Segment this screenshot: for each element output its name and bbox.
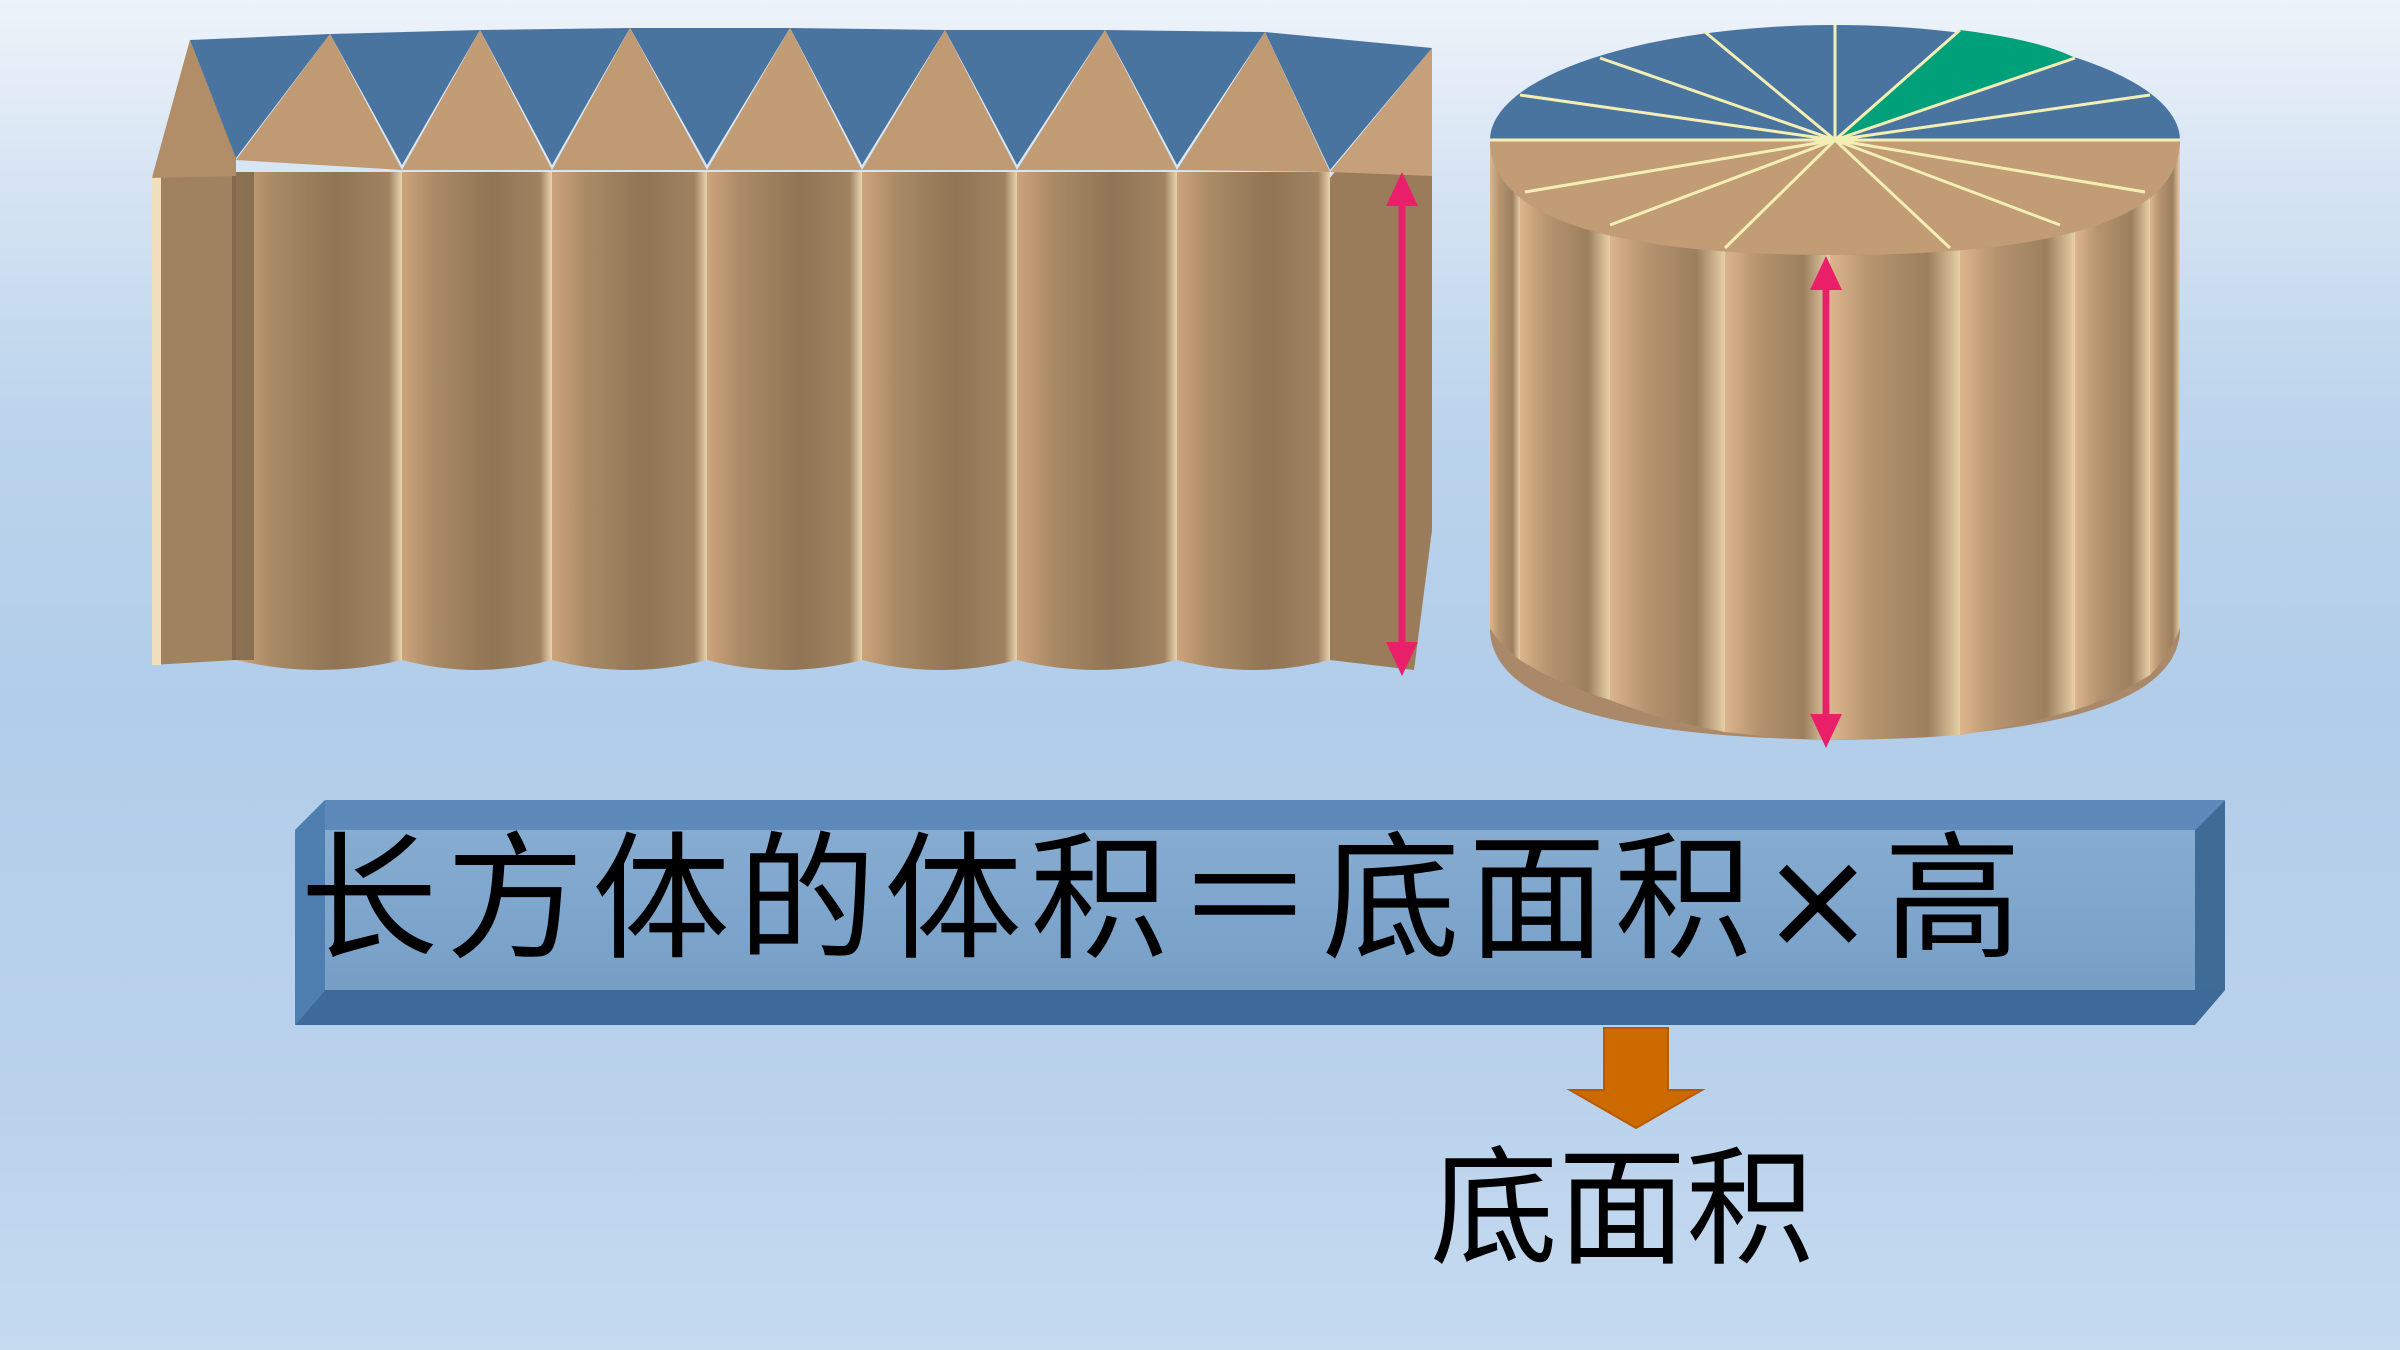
cuboid-left-end-face xyxy=(152,40,236,665)
highlighted-sector xyxy=(1835,30,2075,140)
blue-wedge-top xyxy=(330,30,480,165)
tan-wedge-top xyxy=(707,28,862,170)
wedge-side-strip xyxy=(402,172,552,670)
wedge-side-strip xyxy=(1017,172,1177,670)
wedge-shadow-strip xyxy=(232,172,254,660)
blue-wedge-top xyxy=(190,34,330,158)
wedge-side-strips xyxy=(232,172,1330,670)
blue-wedge-top xyxy=(790,28,945,165)
cylinder-strip xyxy=(1610,140,1725,732)
top-blue-triangles xyxy=(190,28,1432,170)
cylinder-radial-lines xyxy=(1490,25,2180,250)
wedge-side-strip xyxy=(862,172,1017,670)
formula-box-left-bevel xyxy=(295,800,325,1025)
wedge-side-strip xyxy=(552,172,707,670)
double-headed-arrow-icon xyxy=(1386,172,1418,206)
tan-wedge-top xyxy=(1330,48,1432,176)
double-headed-arrow-icon xyxy=(1386,642,1418,676)
tan-wedge-top xyxy=(862,30,1017,170)
tan-wedge-top xyxy=(402,30,552,170)
base-area-label: 底面积 xyxy=(1430,1135,1815,1284)
cylinder-strip xyxy=(1725,140,1830,740)
height-arrow-right xyxy=(1810,256,1842,748)
cylinder-strip xyxy=(1960,140,2075,735)
blue-wedge-top xyxy=(1105,30,1265,165)
blue-wedge-top xyxy=(630,28,790,165)
cylinder-strip xyxy=(1830,140,1960,740)
formula-box-bottom-bevel xyxy=(295,990,2225,1025)
down-arrow xyxy=(1566,1027,1706,1130)
double-headed-arrow-icon xyxy=(1810,714,1842,748)
tan-wedge-top xyxy=(552,28,707,170)
cylinder-strip xyxy=(1490,140,1520,660)
tan-wedge-top xyxy=(1017,30,1177,170)
formula-box-right-bevel xyxy=(2195,800,2225,1025)
tan-wedge-top xyxy=(1177,32,1330,172)
arrow-down-icon xyxy=(1566,1027,1706,1130)
cylinder-strip xyxy=(1520,140,1610,700)
wedge-side-strip xyxy=(707,172,862,670)
blue-wedge-top xyxy=(480,28,630,165)
cuboid-left-edge-highlight xyxy=(152,175,161,665)
cylinder-side-strips xyxy=(1490,140,2180,740)
tan-wedge-top xyxy=(236,34,402,170)
rectangular-cuboid-from-wedges xyxy=(152,28,1432,676)
formula-box-face xyxy=(325,830,2195,990)
formula-box xyxy=(295,800,2225,1025)
cylinder-from-sectors xyxy=(1490,25,2180,748)
height-arrow-left xyxy=(1386,172,1418,676)
top-tan-triangles xyxy=(152,28,1432,178)
wedge-side-strip xyxy=(1177,172,1330,670)
formula-box-top-bevel xyxy=(295,800,2225,830)
double-headed-arrow-icon xyxy=(1810,256,1842,290)
tan-wedge-top xyxy=(152,40,236,178)
cylinder-strip xyxy=(2075,140,2150,710)
cylinder-strip xyxy=(2150,140,2180,675)
blue-wedge-top xyxy=(1265,32,1432,170)
blue-wedge-top xyxy=(945,30,1105,165)
wedge-side-strip xyxy=(236,172,402,670)
